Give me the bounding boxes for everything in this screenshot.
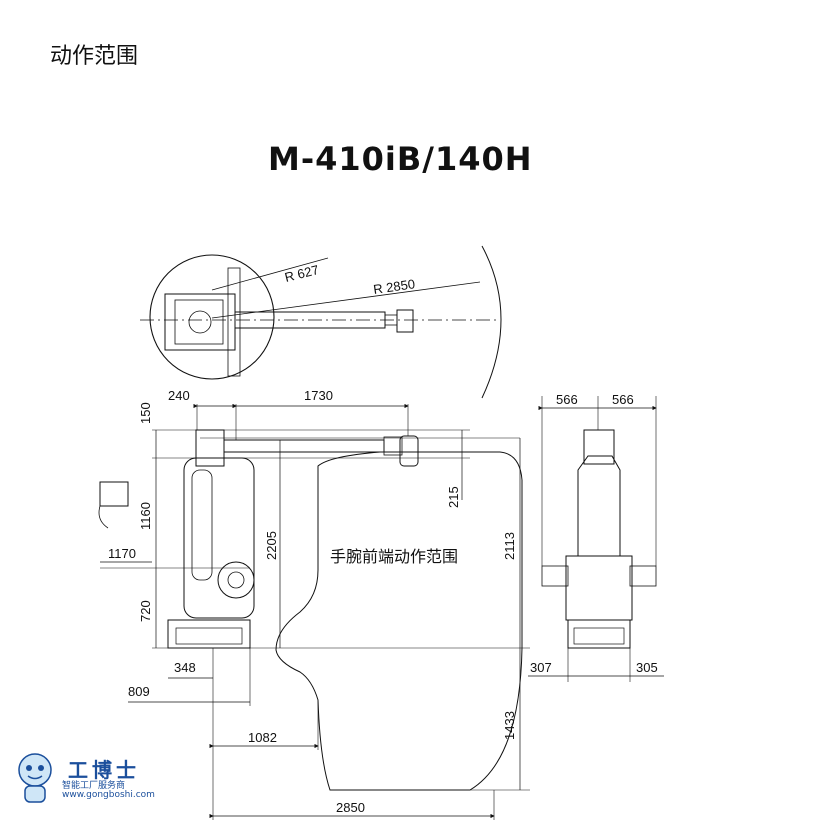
front-motor-right (629, 565, 657, 587)
dim-1160-label: 1160 (138, 502, 153, 530)
side-upper-arm (223, 439, 385, 453)
outer-radius-arc (481, 245, 502, 399)
top-view (140, 245, 502, 399)
front-lower-arm (577, 455, 621, 556)
dim-240-label: 240 (168, 388, 190, 403)
dim-566-right-label: 566 (612, 392, 634, 407)
side-parallel-link (191, 469, 213, 581)
dim-307-label: 307 (530, 660, 552, 675)
dim-566-left-label: 566 (556, 392, 578, 407)
dim-1082-label: 1082 (248, 730, 277, 745)
front-j1-body (565, 555, 633, 621)
dim-1433-label: 1433 (502, 711, 517, 740)
r627-leader (211, 257, 329, 291)
r627-label: R 627 (283, 262, 320, 285)
wrist-reach-envelope (275, 451, 523, 791)
wrist-detail (99, 481, 129, 507)
dim-150-label: 150 (138, 402, 153, 424)
page-heading: 动作范围 (50, 44, 139, 69)
front-motor-left (541, 565, 569, 587)
front-wrist (583, 429, 615, 465)
wrist-detail-cable (98, 505, 109, 529)
side-flange (399, 435, 419, 467)
top-counterweight (227, 267, 241, 377)
dim-720-label: 720 (138, 600, 153, 622)
r2850-leader (211, 281, 481, 319)
watermark-tagline: 智能工厂服务商 (62, 781, 126, 791)
watermark-title: 工博士 (68, 758, 140, 782)
watermark-logo: 工博士 智能工厂服务商 www.gongboshi.com (10, 748, 180, 818)
side-view (98, 403, 530, 820)
top-base-body (164, 293, 236, 351)
dim-215-label: 215 (446, 486, 461, 508)
wrist-zone-label: 手腕前端动作范围 (330, 547, 458, 566)
dim-1730-label: 1730 (304, 388, 333, 403)
top-j1-axis (188, 310, 212, 334)
side-j2-motor (217, 561, 255, 599)
front-view (528, 396, 664, 682)
dim-809-label: 809 (128, 684, 150, 699)
front-base-inner (573, 627, 625, 645)
inner-radius-circle (149, 254, 275, 380)
watermark-url: www.gongboshi.com (62, 790, 155, 800)
dim-348-label: 348 (174, 660, 196, 675)
top-base-inner (174, 299, 224, 345)
top-flange (396, 309, 414, 333)
dim-2205-label: 2205 (264, 531, 279, 560)
side-wrist (383, 436, 403, 456)
side-j3-housing (195, 429, 225, 467)
model-title: M-410iB/140H (268, 140, 533, 178)
dim-1170-label: 1170 (108, 546, 136, 561)
dim-2113-label: 2113 (502, 532, 517, 560)
dim-2850-label: 2850 (336, 800, 365, 815)
mascot-icon (18, 753, 52, 803)
r2850-label: R 2850 (372, 276, 416, 297)
side-j2-axis (227, 571, 245, 589)
dim-305-label: 305 (636, 660, 658, 675)
side-base-inner (175, 627, 243, 645)
side-lower-arm (183, 457, 255, 619)
